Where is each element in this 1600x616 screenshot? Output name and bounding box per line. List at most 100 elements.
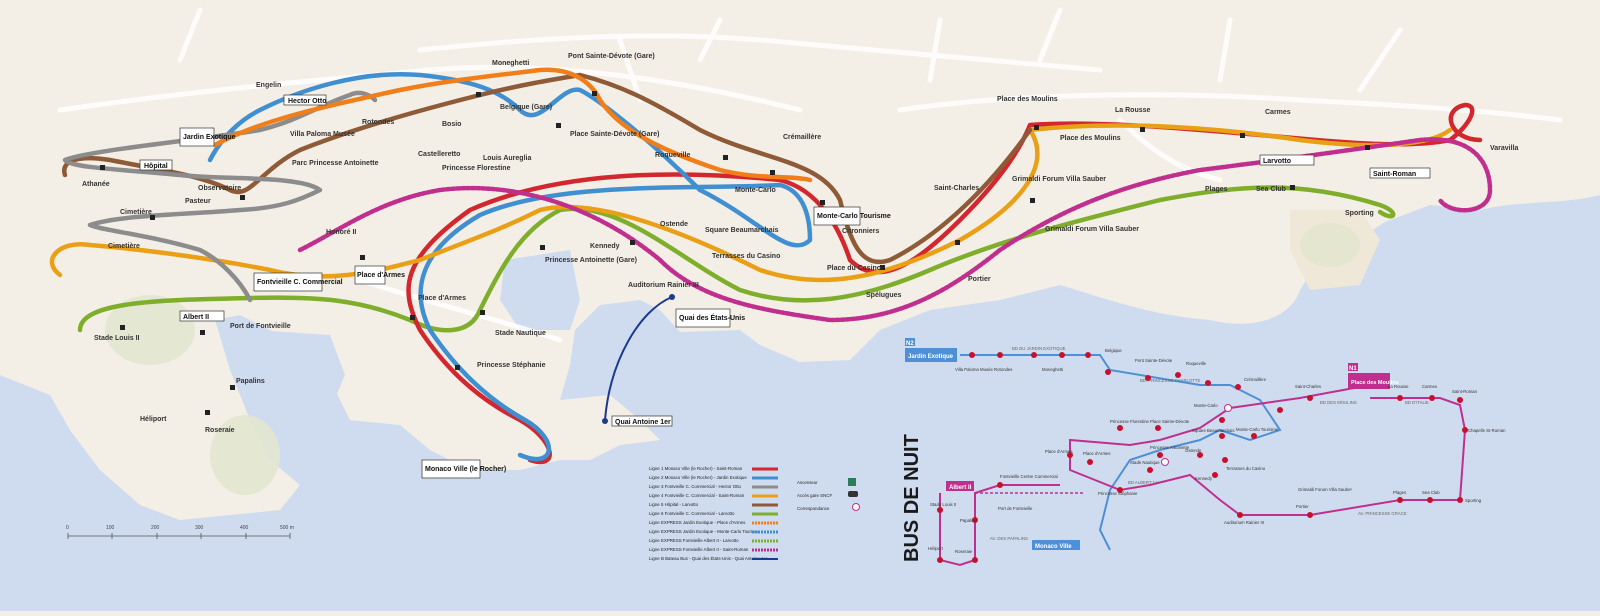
- terminal-labels: Hector Otto Jardin Exotique Hôpital Font…: [139, 94, 1431, 479]
- scale-tick-300: 300: [195, 525, 204, 531]
- stop-honore-ii: Honoré II: [326, 229, 356, 236]
- stop-grimaldi-forum-1: Grimaldi Forum Villa Sauber: [1012, 176, 1106, 183]
- svg-text:BD. PRINCESSE CHARLOTTE: BD. PRINCESSE CHARLOTTE: [1140, 378, 1201, 383]
- stop-markers: [100, 91, 1370, 415]
- train-icon: [848, 491, 858, 497]
- svg-text:Monaco Ville (le Rocher): Monaco Ville (le Rocher): [425, 466, 506, 473]
- night-bus-diagram: BUS DE NUIT N2 Jardin Exotique: [901, 338, 1506, 567]
- legend-row-2: Ligne 2 Monaco Ville (le Rocher) - Jardi…: [649, 475, 778, 480]
- line-6-route: [77, 185, 1396, 333]
- line-2-route: [207, 72, 813, 462]
- svg-text:Carmes: Carmes: [1422, 384, 1437, 389]
- svg-text:Stade Nautique: Stade Nautique: [1130, 460, 1160, 465]
- terminal-jardin-exotique: Jardin Exotique: [179, 127, 236, 147]
- svg-text:Saint-Roman: Saint-Roman: [1452, 389, 1478, 394]
- stop-portier: Portier: [968, 276, 991, 283]
- terminal-quai-des-etats-unis: Quai des États-Unis: [675, 308, 745, 328]
- svg-text:Stade Louis II: Stade Louis II: [930, 502, 956, 507]
- terminal-quai-antoine-1er: Quai Antoine 1er: [611, 415, 673, 427]
- stop-saint-charles: Saint-Charles: [934, 185, 979, 192]
- svg-text:Place d'Armes: Place d'Armes: [357, 272, 405, 279]
- terminal-fontvieille-c-commercial: Fontvieille C. Commercial: [253, 272, 343, 292]
- svg-text:AV. DES PAPALINS: AV. DES PAPALINS: [990, 536, 1028, 541]
- svg-text:Place des Moulins: Place des Moulins: [1351, 380, 1399, 386]
- svg-text:N1: N1: [1349, 366, 1357, 372]
- stop-roseraie: Roseraie: [205, 427, 235, 434]
- n2-route: [960, 354, 1282, 551]
- svg-text:Pont Sainte-Dévote: Pont Sainte-Dévote: [1135, 358, 1173, 363]
- scale-tick-200: 200: [151, 525, 160, 531]
- stop-place-des-moulins-1: Place des Moulins: [997, 96, 1058, 103]
- svg-text:Ligne EXPRESS Jardin Exotique: Ligne EXPRESS Jardin Exotique - Place d'…: [649, 520, 746, 525]
- legend-ascenseur: Ascenseur: [797, 480, 818, 485]
- svg-text:Roqueville: Roqueville: [1186, 361, 1207, 366]
- stop-belgique: Belgique (Gare): [500, 104, 552, 111]
- stop-cimetiere-2: Cimetière: [108, 243, 140, 250]
- line-n-dashed-route: [297, 137, 1493, 323]
- svg-text:Ligne 6 Fontvieille C. Commerc: Ligne 6 Fontvieille C. Commercial - Larv…: [649, 511, 735, 516]
- legend-row-1: Ligne 1 Monaco Ville (le Rocher) - Saint…: [649, 466, 778, 471]
- svg-text:Ligne EXPRESS Fontvieille Albe: Ligne EXPRESS Fontvieille Albert II - La…: [649, 538, 739, 543]
- svg-text:Belgique: Belgique: [1105, 348, 1122, 353]
- stop-stade-nautique: Stade Nautique: [495, 330, 546, 337]
- terminal-monaco-ville: Monaco Ville (le Rocher): [421, 459, 506, 479]
- svg-text:Ligne 5 Hôpital - Larvotto: Ligne 5 Hôpital - Larvotto: [649, 502, 699, 507]
- svg-text:Place d'Armes: Place d'Armes: [1083, 451, 1111, 456]
- stop-monte-carlo: Monte-Carlo: [735, 187, 776, 194]
- svg-text:Square Beaumarchais: Square Beaumarchais: [1192, 428, 1235, 433]
- stop-bosio: Bosio: [442, 121, 461, 128]
- svg-text:Monte-Carlo: Monte-Carlo: [1194, 403, 1218, 408]
- stop-louis-aureglia: Louis Aureglia: [483, 155, 531, 162]
- stop-place-darmes: Place d'Armes: [418, 295, 466, 302]
- line-5-route: [62, 72, 1033, 265]
- svg-text:Princesse Stéphanie: Princesse Stéphanie: [1098, 491, 1138, 496]
- svg-text:Ostende: Ostende: [1185, 448, 1202, 453]
- svg-text:Monte-Carlo Tourisme: Monte-Carlo Tourisme: [1236, 427, 1279, 432]
- svg-text:La Rousse: La Rousse: [1388, 384, 1409, 389]
- stop-auditorium: Auditorium Rainier III: [628, 282, 699, 289]
- stop-cremaillere: Crémaillère: [783, 134, 821, 141]
- svg-text:Auditorium Rainier III: Auditorium Rainier III: [1224, 520, 1264, 525]
- stop-athanee: Athanée: [82, 181, 110, 188]
- terminal-monte-carlo-tourisme: Monte-Carlo Tourisme: [813, 206, 891, 226]
- svg-text:Quai des États-Unis: Quai des États-Unis: [679, 313, 745, 322]
- terminal-hopital: Hôpital: [139, 159, 173, 171]
- svg-text:Place d'Armes: Place d'Armes: [1045, 449, 1073, 454]
- svg-text:Monte-Carlo Tourisme: Monte-Carlo Tourisme: [817, 213, 891, 220]
- svg-text:Princesse Antoinette: Princesse Antoinette: [1150, 445, 1190, 450]
- svg-text:BD ALBERT 1er: BD ALBERT 1er: [1128, 480, 1159, 485]
- stop-castelleretto: Castelleretto: [418, 151, 460, 158]
- svg-text:Kennedy: Kennedy: [1195, 476, 1213, 481]
- svg-text:Crémaillère: Crémaillère: [1244, 377, 1267, 382]
- svg-text:Papalins: Papalins: [960, 518, 976, 523]
- legend-row-8: Ligne EXPRESS Jardin Exotique - Monte-Ca…: [649, 529, 778, 534]
- svg-text:Ligne 4 Fontvieille C. Commerc: Ligne 4 Fontvieille C. Commercial - Sain…: [649, 493, 745, 498]
- svg-text:Villa Paloma Musée: Villa Paloma Musée: [955, 367, 994, 372]
- stop-ostende: Ostende: [660, 221, 688, 228]
- stop-pasteur: Pasteur: [185, 198, 211, 205]
- legend-sncf: Accès gare SNCF: [797, 493, 832, 498]
- svg-text:Héliport: Héliport: [928, 546, 944, 551]
- svg-text:Princesse Florestine: Princesse Florestine: [1110, 419, 1150, 424]
- legend-row-6: Ligne 6 Fontvieille C. Commercial - Larv…: [649, 511, 778, 516]
- boat-bus-route: [604, 296, 673, 421]
- stop-stade-louis-ii: Stade Louis II: [94, 335, 140, 342]
- svg-text:Terrasses du Casino: Terrasses du Casino: [1226, 466, 1266, 471]
- express-line-route: [212, 67, 813, 183]
- svg-text:Ligne EXPRESS Jardin Exotique: Ligne EXPRESS Jardin Exotique - Monte-Ca…: [649, 529, 761, 534]
- svg-text:Rotondes: Rotondes: [994, 367, 1012, 372]
- terminal-larvotto: Larvotto: [1259, 154, 1315, 166]
- stop-port-de-fontvieille: Port de Fontvieille: [230, 323, 291, 330]
- stop-spelugues: Spélugues: [866, 292, 902, 299]
- terminal-albert-ii: Albert II: [179, 310, 225, 322]
- stop-princesse-antoinette: Princesse Antoinette (Gare): [545, 257, 637, 264]
- line-4-route: [49, 123, 1453, 283]
- svg-text:Ligne EXPRESS Fontvieille Albe: Ligne EXPRESS Fontvieille Albert II - Sa…: [649, 547, 749, 552]
- svg-text:Monaco Ville: Monaco Ville: [1035, 544, 1072, 550]
- svg-text:Albert II: Albert II: [949, 485, 972, 491]
- legend-correspondance: Correspondance: [797, 506, 830, 511]
- svg-text:BD D'ITALIE: BD D'ITALIE: [1405, 400, 1429, 405]
- night-stop-dots: [937, 352, 1468, 563]
- stop-heliport: Héliport: [140, 416, 167, 423]
- scale-tick-0: 0: [66, 525, 69, 531]
